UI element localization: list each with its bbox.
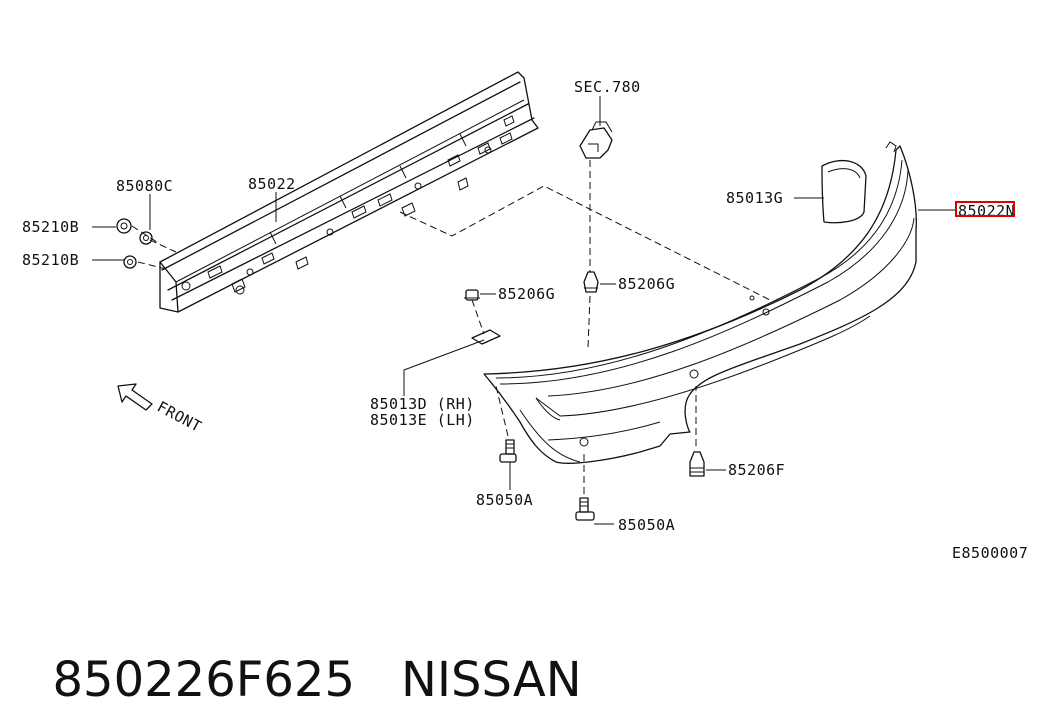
washer-85080c xyxy=(139,231,153,245)
brand-name: NISSAN xyxy=(400,652,582,708)
label-85022n: 85022N xyxy=(958,202,1015,220)
nut-85210b-lower xyxy=(123,255,137,269)
front-label: FRONT xyxy=(154,398,205,436)
screw-85050a-left xyxy=(499,439,517,463)
label-85206g-center: 85206G xyxy=(618,275,675,293)
bumper-fascia xyxy=(483,141,917,464)
diagram-code: E8500007 xyxy=(952,544,1028,562)
label-85206g-left: 85206G xyxy=(498,285,555,303)
label-85210b-lower: 85210B xyxy=(22,251,79,269)
label-85210b-upper: 85210B xyxy=(22,218,79,236)
bracket-sec780 xyxy=(579,121,613,159)
label-85022: 85022 xyxy=(248,175,296,193)
parts-diagram: FRONT SEC.780 85080C 85022 85013G 85022N… xyxy=(22,71,1028,562)
label-85050a-left: 85050A xyxy=(476,491,533,509)
assembly-lines xyxy=(131,160,771,494)
side-bracket xyxy=(471,329,501,345)
label-85206f: 85206F xyxy=(728,461,785,479)
label-85013e: 85013E (LH) xyxy=(370,411,475,429)
label-85080c: 85080C xyxy=(116,177,173,195)
label-85050a-bottom: 85050A xyxy=(618,516,675,534)
label-sec780: SEC.780 xyxy=(574,78,641,96)
bumper-reinforcement xyxy=(159,71,539,313)
bumper-pad-85013g xyxy=(821,159,867,224)
leader-lines xyxy=(92,96,956,525)
nut-85210b-upper xyxy=(116,218,132,234)
clip-85206g-center xyxy=(583,271,599,293)
part-highlight-box xyxy=(955,201,1015,217)
clip-85206g-left xyxy=(464,289,480,301)
label-85013d: 85013D (RH) xyxy=(370,395,475,413)
part-number: 850226F625 xyxy=(52,652,355,708)
front-arrow-icon xyxy=(117,383,153,411)
label-85013g: 85013G xyxy=(726,189,783,207)
screw-85050a-bottom xyxy=(575,497,595,521)
clip-85206f xyxy=(689,451,705,477)
footer: 850226F625 NISSAN xyxy=(22,596,582,708)
